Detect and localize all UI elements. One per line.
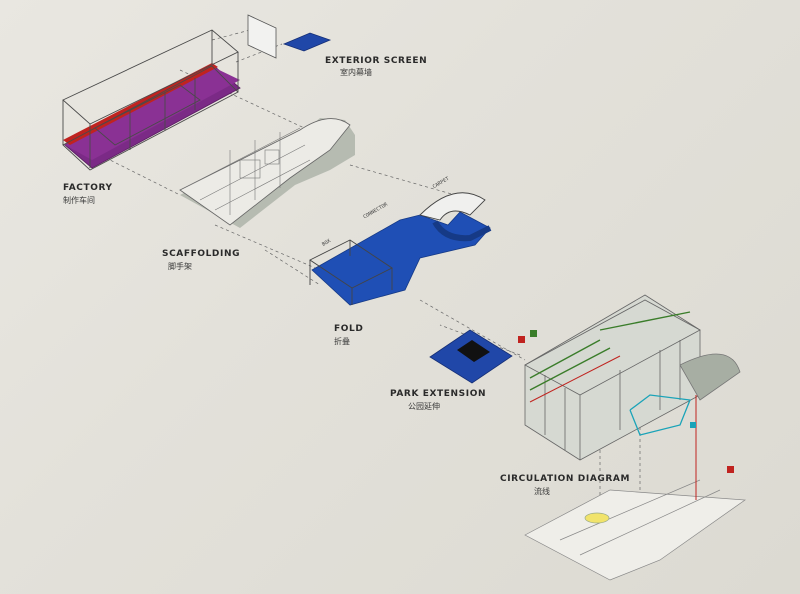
- fold-model: [309, 192, 492, 306]
- circulation-building-model: [524, 294, 741, 461]
- park-extension-sublabel: 公园延伸: [408, 402, 440, 411]
- factory-model: [62, 29, 241, 171]
- park-extension-model: [429, 329, 513, 384]
- exterior-screen-sublabel: 室内幕墙: [340, 68, 372, 77]
- scaffolding-model: [179, 118, 355, 228]
- scaffolding-sublabel: 脚手架: [168, 262, 192, 271]
- fold-label: FOLD: [334, 324, 364, 334]
- factory-sublabel: 制作车间: [63, 196, 95, 205]
- circulation-diagram-sublabel: 流线: [534, 487, 550, 496]
- scaffolding-label: SCAFFOLDING: [162, 249, 241, 259]
- circulation-site-plan: [524, 395, 746, 581]
- park-extension-label: PARK EXTENSION: [390, 389, 487, 399]
- circulation-diagram-label: CIRCULATION DIAGRAM: [500, 474, 631, 484]
- exterior-screen-label: EXTERIOR SCREEN: [325, 56, 428, 66]
- fold-sublabel: 折叠: [334, 337, 350, 346]
- factory-label: FACTORY: [63, 183, 113, 193]
- legend-tags: [518, 330, 734, 473]
- exterior-screen-model: [247, 14, 332, 59]
